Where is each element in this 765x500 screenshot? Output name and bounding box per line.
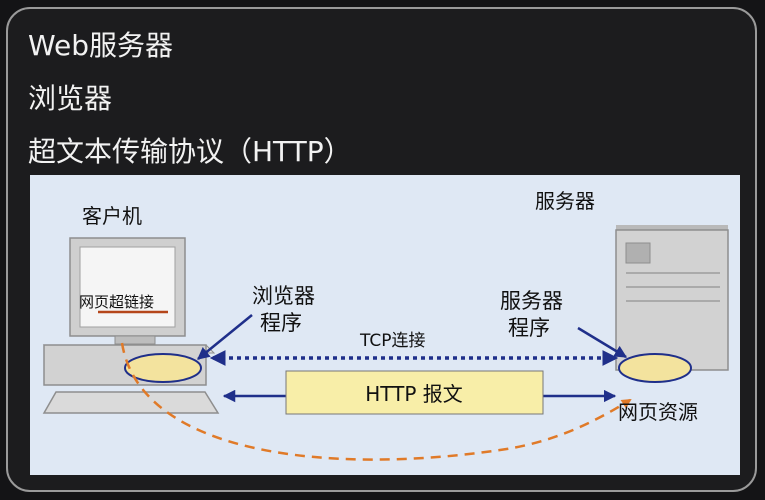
web-resource-label: 网页资源 [618,400,698,424]
server-program-line2: 程序 [508,316,550,340]
browser-program-pointer [197,314,253,360]
screen-link-text: 网页超链接 [79,293,154,311]
http-message-label: HTTP 报文 [365,382,463,406]
heading-http: 超文本传输协议（HTTP） [28,135,352,168]
heading-browser: 浏览器 [28,82,113,115]
heading-web-server: Web服务器 [28,29,174,62]
client-computer [42,237,220,414]
hyperlink-request-path [120,342,632,461]
web-architecture-diagram: 客户机 服务器 网页超链接 浏览器 程序 服务器 程序 TCP连接 HTTP 报… [30,175,740,475]
server-label: 服务器 [535,189,595,213]
tcp-connection-label: TCP连接 [359,331,426,351]
server-tower [615,225,729,383]
server-program-line1: 服务器 [500,289,563,313]
browser-program-line1: 浏览器 [252,284,315,308]
client-label: 客户机 [82,204,142,228]
http-message-box [285,370,544,415]
browser-program-line2: 程序 [260,311,302,335]
